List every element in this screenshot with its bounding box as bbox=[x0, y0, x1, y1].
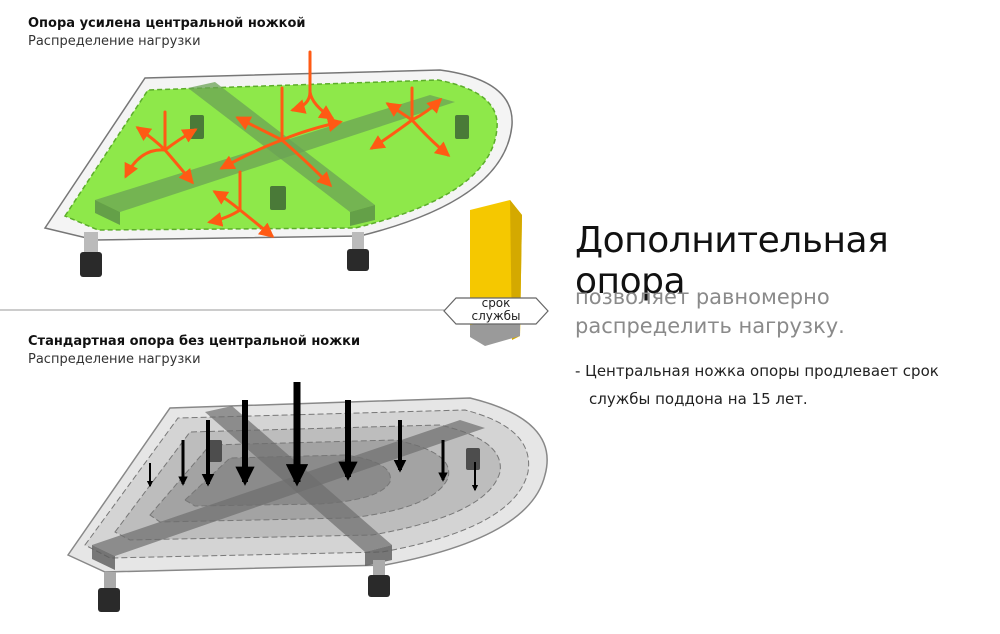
top-caption-subtitle: Распределение нагрузки bbox=[28, 33, 306, 51]
note: - Центральная ножка опоры продлевает сро… bbox=[575, 357, 975, 413]
bottom-caption-title: Стандартная опора без центральной ножки bbox=[28, 333, 360, 351]
subline-line2: распределить нагрузку. bbox=[575, 312, 995, 341]
subline-line1: позволяет равномерно bbox=[575, 283, 995, 312]
bottom-leg-inner-1 bbox=[208, 440, 222, 462]
top-leg-center bbox=[270, 186, 286, 210]
bottom-leg-right bbox=[368, 575, 390, 597]
bottom-leg-left bbox=[98, 588, 120, 612]
top-tray-diagram bbox=[45, 70, 512, 277]
bottom-tray-diagram bbox=[68, 398, 547, 612]
badge-label: срок службы bbox=[446, 297, 546, 323]
bottom-caption: Стандартная опора без центральной ножки … bbox=[28, 333, 360, 369]
top-caption: Опора усилена центральной ножкой Распред… bbox=[28, 15, 306, 51]
subline: позволяет равномерно распределить нагруз… bbox=[575, 283, 995, 341]
top-caption-title: Опора усилена центральной ножкой bbox=[28, 15, 306, 33]
badge-label-line2: службы bbox=[446, 310, 546, 323]
bottom-leg-inner-2 bbox=[466, 448, 480, 470]
note-line2: службы поддона на 15 лет. bbox=[575, 385, 975, 413]
note-line1: - Центральная ножка опоры продлевает сро… bbox=[575, 362, 939, 380]
top-leg-left bbox=[80, 252, 102, 277]
service-life-badge bbox=[444, 200, 548, 346]
bottom-caption-subtitle: Распределение нагрузки bbox=[28, 351, 360, 369]
top-leg-inner-2 bbox=[455, 115, 469, 139]
top-leg-right bbox=[347, 249, 369, 271]
top-leg-inner-1 bbox=[190, 115, 204, 139]
